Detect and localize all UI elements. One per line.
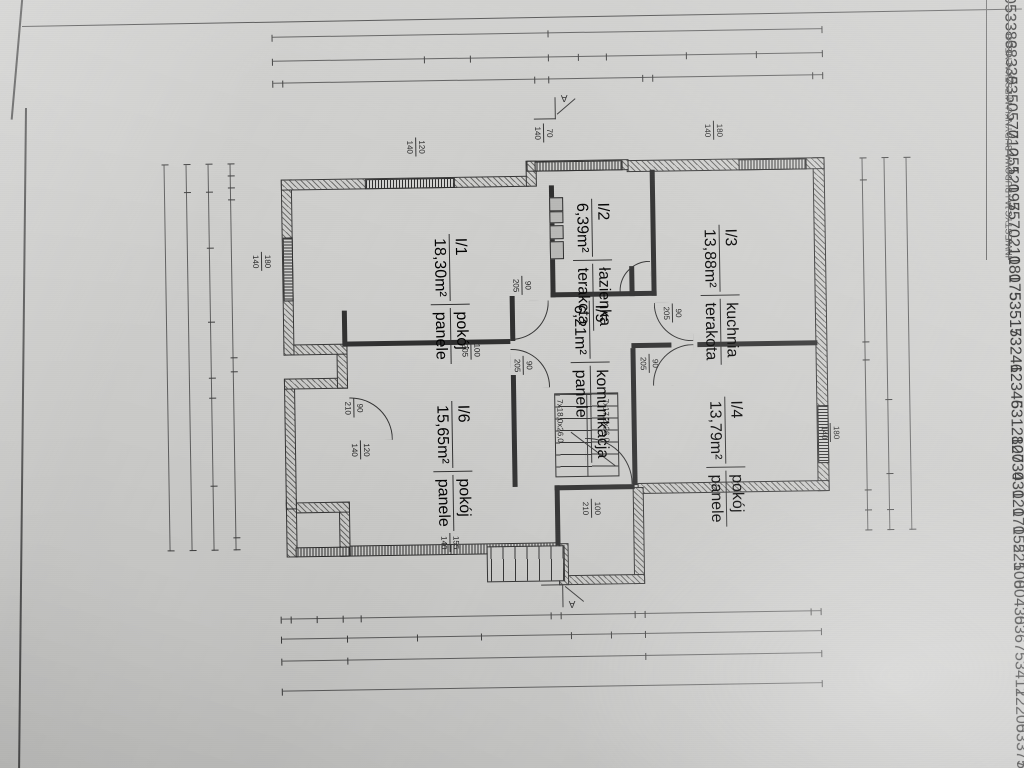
opening-width-8: 155 [449,532,461,553]
exterior-wall-bottom-left-window [738,158,807,171]
room-finish-I4: panele [707,474,726,523]
opening-width-13: 120 [415,137,427,157]
opening-stamp-window-top: 155 140 [439,532,461,553]
opening-height-4: 205 [512,358,522,373]
section-label-top: A [568,598,576,610]
section-label-bottom: A [560,92,568,104]
room-finish-I6: panele [434,478,453,527]
room-area-I6: 15,65m² [433,404,452,464]
opening-width-10: 180 [260,251,273,272]
room-name-I4: pokój [728,474,747,513]
room-name-I2: łazienka [595,267,614,327]
dim-chain-bottom-2: 175 180 210 70 75 195 120 255 [0,50,1023,301]
exterior-wall-right-window-lower [282,237,294,302]
room-stamp-I6: I/6 15,65m² pokój panele [432,400,474,531]
opening-width-14: 70 [542,123,555,143]
room-finish-I1: panele [431,311,450,360]
opening-height-3: 205 [661,306,672,320]
staircase-upper [486,545,566,583]
title-strip-text: INWESTYCJA | BUDOWA BUDYNKU MIESZKALNEGO [1004,33,1014,258]
stair-label-upper: 7x18,0x26,0 [555,399,565,443]
opening-width-7: 100 [470,340,482,361]
opening-height-9: 140 [349,443,360,457]
opening-height-1: 210 [580,501,591,516]
exterior-wall-stairhall-top [559,573,646,586]
opening-stamp-window-bottom-right: 120 140 [405,137,427,157]
room-area-I3: 13,88m² [700,228,719,288]
exterior-wall-stairhall-left [632,486,646,585]
exterior-wall-right-mid [283,379,297,510]
exterior-wall-right-window-upper [295,546,351,558]
interior-wall-left-horizontal-b [631,342,672,349]
opening-stamp-I3-door: 90 205 [661,303,684,323]
opening-width-9: 120 [359,440,372,460]
opening-height-6: 210 [343,401,353,416]
opening-stamp-I4-door: 90 205 [638,353,660,374]
opening-stamp-window-left: 180 140 [819,422,841,443]
room-id-I4: I/4 [727,400,745,419]
opening-stamp-entrance-door: 90 210 [343,398,365,418]
opening-width-2: 90 [648,353,660,374]
room-finish-I5: panele [571,369,590,418]
opening-stamp-window-bottom-left: 180 140 [702,120,725,141]
interior-wall-right-vertical [341,310,348,347]
opening-height-14: 140 [532,126,543,140]
bath-fixture-shower [549,197,564,212]
exterior-wall-bottom-right-window [364,177,455,190]
room-area-I4: 13,79m² [706,400,725,460]
bath-fixture-basin [549,211,564,224]
dim-chain-left-inner: 50 53 330 38 386 53 [0,0,1020,531]
title-strip-divider-outer [986,0,987,260]
opening-stamp-stairhall-door: 100 210 [580,498,603,519]
opening-width-1: 100 [590,498,603,519]
opening-height-5: 205 [511,278,521,293]
room-id-I6: I/6 [454,404,472,423]
opening-stamp-window-right-lower: 180 140 [250,251,273,272]
opening-stamp-window-bottom-mid: 70 140 [532,123,555,143]
room-finish-I3: terakota [701,302,720,361]
exterior-wall-bottom-mid-window [534,160,623,172]
room-finish-I2: terakcta [574,267,593,325]
room-stamp-I4: I/4 13,79m² pokój panele [705,396,747,527]
opening-width-4: 90 [522,355,534,376]
opening-stamp-I5a-door: 90 205 [512,355,534,376]
opening-height-2: 205 [638,356,648,371]
opening-width-11: 180 [829,422,841,443]
opening-width-12: 180 [712,120,725,141]
bath-fixture-wc [549,225,564,240]
opening-stamp-window-right-upper: 120 140 [349,440,372,460]
room-stamp-I3: I/3 13,88m² kuchnia terakota [700,224,741,365]
interior-wall-hall-stub [554,485,561,546]
opening-width-3: 90 [671,303,684,323]
opening-stamp-I5b-door: 90 205 [511,275,533,296]
title-strip-divider-inner [1008,0,1009,260]
opening-height-7: 205 [460,343,470,358]
opening-height-12: 140 [702,123,713,138]
room-name-I6: pokój [455,478,474,517]
room-area-I1: 18,30m² [430,237,449,297]
room-id-I2: I/2 [594,202,612,221]
sheet-title-strip: INWESTYCJA | BUDOWA BUDYNKU MIESZKALNEGO [978,0,1024,768]
room-stamp-I2: I/2 6,39m² łazienka terakcta [572,198,614,331]
opening-width-5: 90 [521,275,533,296]
opening-height-10: 140 [250,254,261,269]
opening-height-8: 140 [439,536,449,550]
opening-height-13: 140 [405,140,415,155]
room-id-I3: I/3 [721,228,739,247]
bath-fixture-tub [549,241,565,260]
opening-stamp-hall-passage: 100 205 [460,340,482,361]
room-name-I3: kuchnia [722,302,741,358]
opening-width-6: 90 [353,398,365,418]
opening-height-11: 140 [819,426,829,440]
room-id-I1: I/1 [451,237,469,256]
dim-chain-top-4: 53 377 53 200 12 412 53 67 53 [4,598,1024,768]
room-area-I2: 6,39m² [573,202,591,253]
